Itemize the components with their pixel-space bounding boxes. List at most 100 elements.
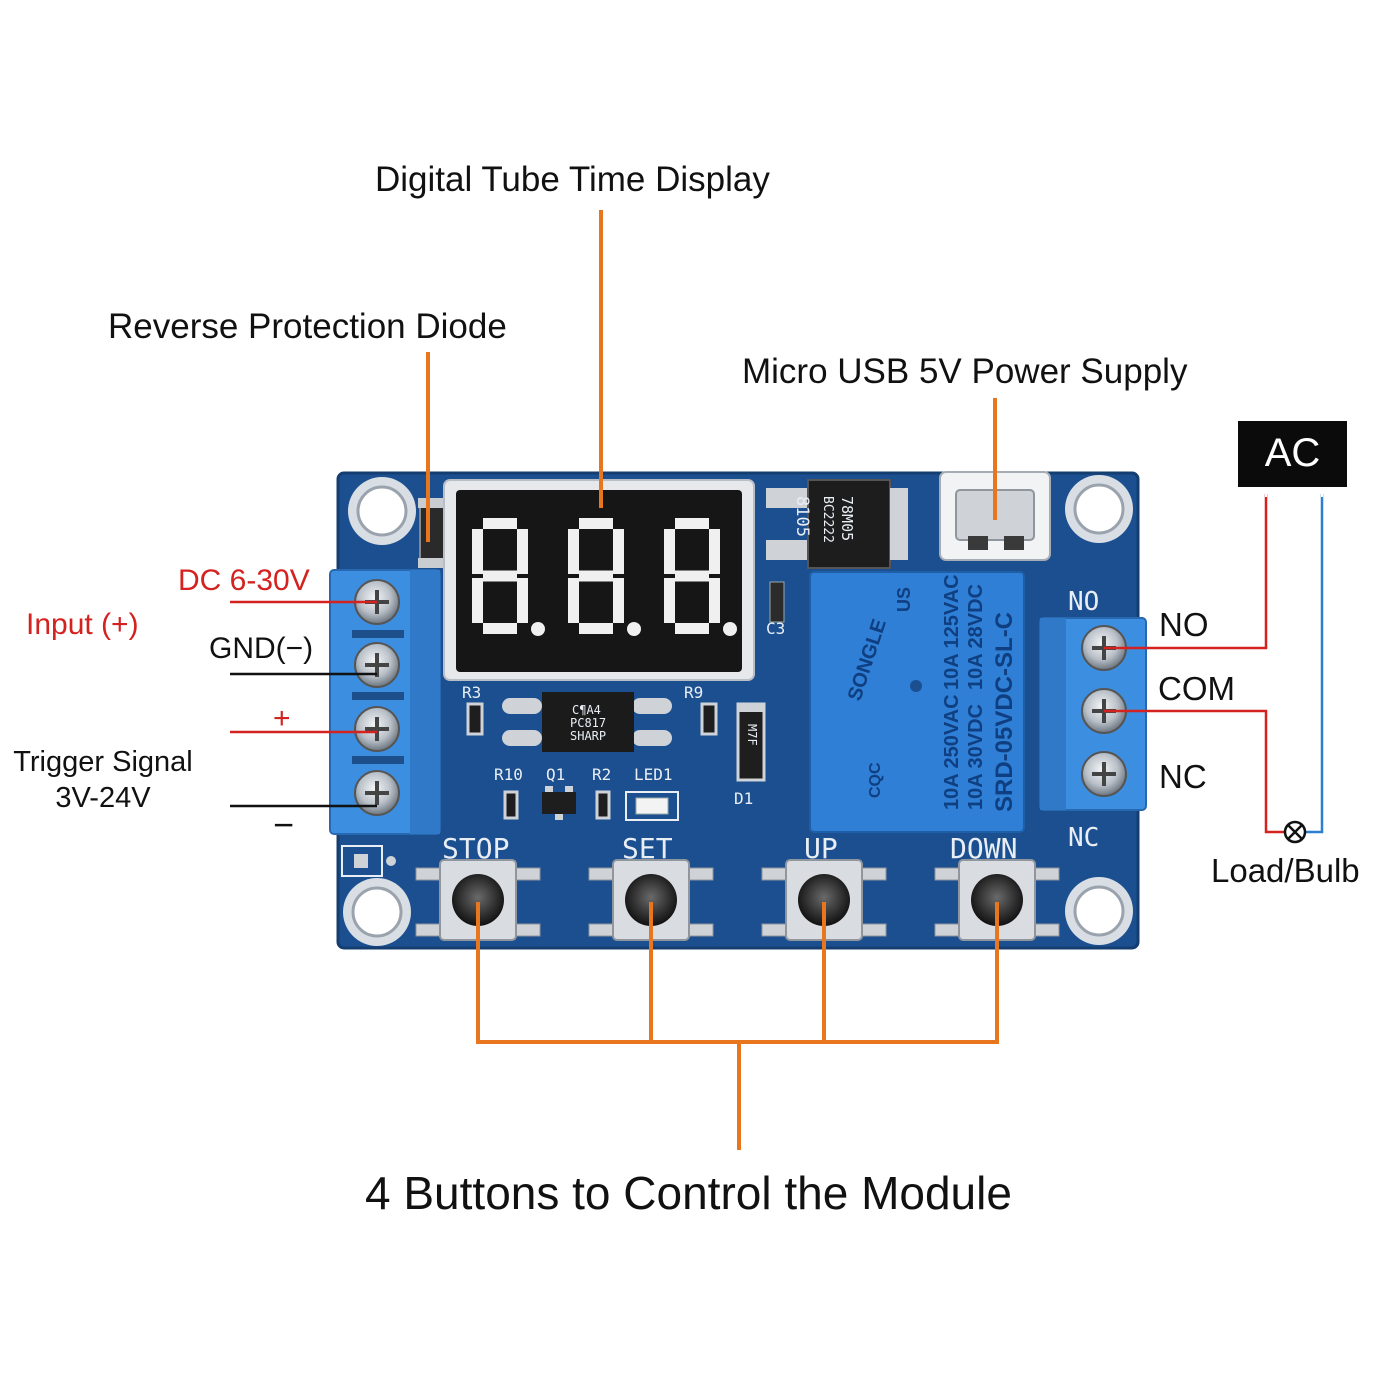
resistor-r2	[595, 790, 611, 820]
digit-1-segment-6	[472, 529, 483, 574]
opto-line-1: C¶A4	[572, 703, 601, 717]
label-load-bulb: Load/Bulb	[1211, 852, 1360, 889]
label-r10: R10	[494, 765, 523, 784]
digit-2-segment-2	[613, 529, 624, 574]
digit-2-segment-6	[568, 529, 579, 574]
digit-3-segment-2	[709, 529, 720, 574]
digit-2-segment-5	[568, 578, 579, 623]
label-trigger-line-2: 3V-24V	[55, 782, 151, 814]
voltage-regulator: 78M05 BC2222 8105	[766, 479, 908, 569]
output-screw-nc	[1081, 751, 1127, 797]
digit-3-segment-1	[675, 518, 709, 529]
label-q1: Q1	[546, 765, 565, 784]
test-pad	[341, 845, 396, 877]
push-button-stop[interactable]	[415, 859, 541, 941]
silk-no: NO	[1068, 587, 1099, 617]
label-micro-usb: Micro USB 5V Power Supply	[742, 352, 1188, 391]
label-d1: D1	[734, 789, 753, 808]
ac-source: AC	[1238, 421, 1347, 487]
load-bulb-symbol	[1283, 820, 1307, 844]
input-wires	[230, 600, 377, 808]
push-button-up[interactable]	[761, 859, 887, 941]
digit-3-segment-3	[709, 578, 720, 623]
wire-ac-return	[1305, 494, 1324, 834]
label-input-plus: Input (+)	[26, 608, 139, 641]
label-trigger-line-1: Trigger Signal	[13, 746, 193, 778]
label-c3: C3	[766, 619, 785, 638]
label-trigger-minus: −	[273, 804, 295, 845]
push-buttons	[415, 859, 1060, 941]
input-terminal-block	[329, 569, 441, 835]
led1	[625, 791, 679, 821]
label-gnd: GND(−)	[209, 632, 314, 665]
push-button-down[interactable]	[934, 859, 1060, 941]
digit-1-segment-2	[517, 529, 528, 574]
resistor-r9	[700, 702, 718, 736]
label-r9: R9	[684, 683, 703, 702]
output-wiring	[1104, 494, 1324, 834]
relay	[809, 571, 1025, 833]
digit-3-segment-5	[664, 578, 675, 623]
label-dc-range: DC 6-30V	[178, 564, 310, 597]
digit-2-decimal-point	[627, 622, 641, 636]
input-screw-4	[354, 770, 400, 816]
wire-no	[1104, 494, 1268, 650]
label-r3: R3	[462, 683, 481, 702]
mounting-hole-top-left	[348, 477, 416, 545]
input-screw-2	[354, 642, 400, 688]
resistor-r3	[466, 702, 484, 736]
wire-com	[1104, 709, 1285, 834]
relay-rating-1: 10A 250VAC	[941, 694, 963, 810]
reverse-protection-diode	[418, 498, 446, 568]
callout-lines	[426, 210, 999, 1150]
regulator-side-marking: 8105	[792, 496, 812, 537]
relay-rating-2: 10A 30VDC	[965, 704, 987, 810]
digit-2-segment-4	[579, 623, 613, 634]
input-screw-3	[354, 706, 400, 752]
digit-3-segment-4	[675, 623, 709, 634]
digit-1-segment-4	[483, 623, 517, 634]
display-digits	[472, 518, 737, 636]
relay-rating-3: 10A 125VAC	[941, 574, 963, 690]
mounting-hole-top-right	[1065, 475, 1133, 543]
ac-terminals	[1262, 489, 1326, 497]
digit-1-segment-3	[517, 578, 528, 623]
label-trigger-plus: +	[273, 702, 291, 735]
push-button-set[interactable]	[588, 859, 714, 941]
diode-marking: M7F	[745, 724, 759, 746]
relay-model: SRD-05VDC-SL-C	[991, 612, 1018, 812]
label-led1: LED1	[634, 765, 673, 784]
optocoupler: C¶A4 PC817 SHARP	[502, 692, 672, 752]
label-digital-display: Digital Tube Time Display	[375, 160, 770, 199]
digit-1-segment-7	[483, 570, 517, 582]
opto-line-3: SHARP	[570, 729, 606, 743]
digit-1-segment-1	[483, 518, 517, 529]
digit-3-segment-6	[664, 529, 675, 574]
label-four-buttons: 4 Buttons to Control the Module	[365, 1167, 1012, 1219]
digit-2-segment-1	[579, 518, 613, 529]
digit-3-decimal-point	[723, 622, 737, 636]
label-no: NO	[1159, 606, 1209, 643]
digit-1-decimal-point	[531, 622, 545, 636]
capacitor-c3	[769, 581, 785, 623]
regulator-marking: 78M05	[838, 496, 856, 541]
digit-3-segment-7	[675, 570, 709, 582]
diode-d1: M7F	[736, 702, 766, 782]
digit-1-segment-5	[472, 578, 483, 623]
transistor-q1	[542, 786, 576, 820]
label-nc: NC	[1159, 758, 1207, 795]
opto-line-2: PC817	[570, 716, 606, 730]
resistor-r10	[503, 790, 519, 820]
label-trigger-signal: Trigger Signal 3V-24V	[0, 744, 206, 816]
relay-us: US	[894, 587, 914, 612]
label-r2: R2	[592, 765, 611, 784]
relay-cqc: CQC	[867, 762, 884, 798]
regulator-code: BC2222	[820, 496, 835, 543]
digit-2-segment-3	[613, 578, 624, 623]
mounting-hole-bottom-right	[1065, 877, 1133, 945]
relay-rating-4: 10A 28VDC	[965, 584, 987, 690]
silk-nc: NC	[1068, 823, 1099, 853]
digit-2-segment-7	[579, 570, 613, 582]
